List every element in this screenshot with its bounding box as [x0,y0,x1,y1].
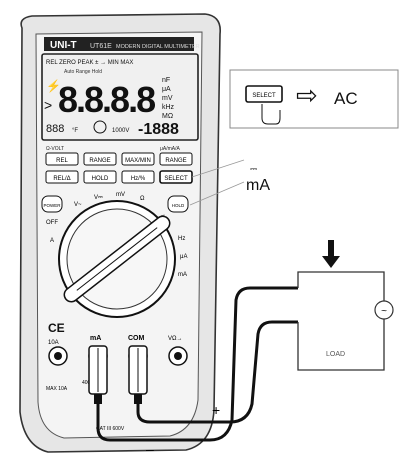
port-com-label: COM [128,335,145,342]
range-annotation: ⎓ mA [246,164,270,194]
rel-delta-button-label: REL/Δ [53,176,70,182]
dial-label: mV [116,192,125,198]
lead-negative [136,320,298,424]
test-leads [96,286,298,442]
hold-button[interactable]: HOLD [83,170,117,184]
button-row-1: REL RANGE MAX/MIN RANGE [45,152,193,166]
lcd-battery-icon [93,120,107,134]
range2-button[interactable]: RANGE [159,152,193,166]
port-10a-sub: MAX 10A [46,386,68,392]
range-button-label: RANGE [89,158,110,164]
select-button[interactable]: SELECT [159,170,193,184]
lcd-unit: kHz [162,104,175,111]
side-hold-button-label: HOLD [172,203,185,208]
multimeter: UNI-T UT61E MODERN DIGITAL MULTIMETER RE… [19,13,222,453]
port-ma-label: mA [90,335,101,342]
dial-label: μA [180,254,187,260]
hz-button-label: Hz/% [131,176,146,182]
lcd-unit: nF [162,77,170,84]
range-symbol: ⎓ [250,164,257,174]
lcd-screen [41,53,199,141]
maxmin-button-label: MAX/MIN [125,158,151,164]
ac-source [374,300,394,320]
port-10a-label: 10A [48,340,59,346]
lcd-sub-digits: -1888 [138,121,179,138]
lcd-units: nF μA mV kHz MΩ [162,77,175,120]
rel-button[interactable]: REL [45,152,79,166]
button-group-label-left: Ω-VOLT [46,146,64,152]
range-text: mA [246,177,270,194]
hz-button[interactable]: Hz/% [121,170,155,184]
button-group-label-right: μA/mA/A [160,146,180,152]
circuit: ~ LOAD [297,240,394,371]
hold-button-label: HOLD [92,176,109,182]
maxmin-button[interactable]: MAX/MIN [121,152,155,166]
callout-arrow-icon: ⇨ [296,80,318,110]
power-button[interactable]: POWER [41,195,63,213]
circuit-loop [297,271,385,371]
dial-label: A [50,238,54,244]
port-v-label: VΩ→ [168,336,183,342]
range-button[interactable]: RANGE [83,152,117,166]
callout-mode: AC [334,89,358,108]
select-button-label: SELECT [164,176,188,182]
rel-button-label: REL [56,158,68,164]
callout: SELECT ⇨ AC [229,69,399,129]
lcd-sub-status: Auto Range Hold [64,69,102,75]
dial-label: → [160,212,166,218]
current-arrow-icon [322,240,340,268]
callout-select-label: SELECT [252,93,276,99]
test-probe-com [128,345,148,404]
lcd-voltage-label: 1000V [112,128,129,134]
button-row-2: REL/Δ HOLD Hz/% SELECT [45,170,193,184]
leader-lines [189,159,245,206]
dial-label: OFF [46,220,58,226]
lcd-unit: mV [162,95,173,102]
bottom-warning: CAT III 600V [96,426,125,432]
dial-label: V⎓ [94,195,103,201]
brand-strip [44,37,194,51]
test-probe-ma [88,345,108,404]
dial-pointer-line [76,227,158,291]
finger-icon [261,104,281,125]
model-label: UT61E [90,43,112,50]
port-10a[interactable] [48,346,68,366]
lcd-lightning-icon: ⚡ [46,79,61,93]
rel-delta-button[interactable]: REL/Δ [45,170,79,184]
brand-label: UNI-T [50,40,77,51]
dial-label: V~ [74,202,82,208]
dial-label: mA [178,272,187,278]
side-hold-button[interactable]: HOLD [167,195,189,213]
callout-select-button: SELECT [245,85,283,103]
lcd-bargraph-label: °F [72,128,78,134]
lcd-unit: MΩ [162,113,173,120]
load-label: LOAD [326,351,345,358]
lcd-bargraph-digits: 888 [46,123,64,135]
minus-label: – [146,441,154,457]
lead-positive [96,286,298,442]
dial-label: Ω [140,196,145,202]
rotary-dial[interactable] [58,200,176,318]
subtitle-label: MODERN DIGITAL MULTIMETER [116,44,200,50]
lcd-main-digits: 8.8.8.8 [58,79,155,120]
ce-mark: CE [48,321,65,335]
lcd-arrow-icon: > [44,97,52,113]
power-button-label: POWER [43,203,61,208]
port-v[interactable] [168,346,188,366]
ac-source-symbol: ~ [381,306,387,317]
dial-labels: V~ V⎓ mV Ω → Hz μA mA A OFF [46,192,187,278]
dial-label: Hz [178,236,185,242]
lcd-unit: μA [162,86,171,93]
lcd-status-line: REL ZERO PEAK ± → MIN MAX [46,60,133,66]
range2-button-label: RANGE [165,158,186,164]
plus-label: + [212,402,220,418]
